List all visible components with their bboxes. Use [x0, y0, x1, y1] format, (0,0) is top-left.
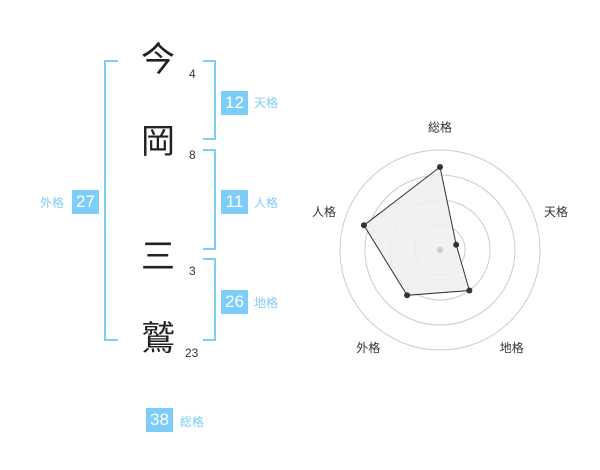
- stroke-count-2: 8: [189, 148, 196, 162]
- stroke-count-4: 23: [185, 346, 199, 360]
- stroke-count-1: 4: [189, 67, 196, 81]
- name-char-4: 鷲: [141, 319, 175, 359]
- gaikaku-value: 27: [72, 190, 99, 214]
- tenkaku-label: 天格: [254, 96, 279, 110]
- chikaku-label: 地格: [254, 296, 279, 310]
- jinkaku-label: 人格: [254, 196, 279, 210]
- name-char-2: 岡: [141, 122, 175, 162]
- name-char-1: 今: [141, 40, 175, 80]
- radar-axis-label-4: 外格: [356, 340, 380, 355]
- soukaku-label: 総格: [180, 415, 205, 429]
- jinkaku-value: 11: [221, 190, 248, 214]
- radar-axis-label-3: 地格: [500, 340, 524, 355]
- chikaku-value: 26: [221, 290, 248, 314]
- gaikaku-label: 外格: [40, 196, 65, 210]
- gaikaku-bracket: [104, 60, 118, 341]
- radar-center: [437, 247, 443, 253]
- radar-area: [363, 166, 471, 296]
- radar-axis-label-2: 天格: [544, 204, 568, 219]
- radar-axis-label-1: 総格: [428, 120, 452, 135]
- radar-point-4: [404, 292, 411, 299]
- stroke-count-3: 3: [189, 264, 196, 278]
- tenkaku-bracket: [203, 60, 216, 140]
- radar-ring: [339, 149, 541, 351]
- jinkaku-bracket: [203, 149, 216, 250]
- radar-axis-label-5: 人格: [312, 204, 336, 219]
- radar-point-5: [360, 222, 367, 229]
- radar-point-3: [466, 287, 473, 294]
- chikaku-bracket: [203, 258, 216, 341]
- radar-point-1: [437, 164, 443, 170]
- name-char-3: 三: [141, 237, 175, 277]
- soukaku-value: 38: [146, 408, 173, 432]
- radar-point-2: [453, 241, 460, 248]
- tenkaku-value: 12: [221, 91, 248, 115]
